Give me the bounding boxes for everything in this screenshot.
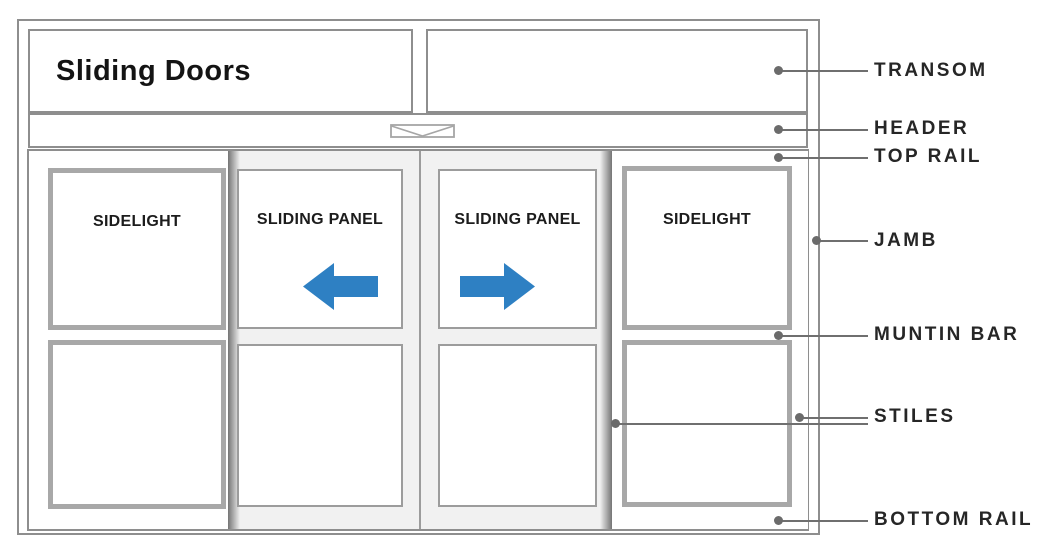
transom-anchor-dot xyxy=(774,66,783,75)
header-anchor-dot xyxy=(774,125,783,134)
jamb-leader-line xyxy=(816,240,868,242)
transom-left-panel xyxy=(28,29,413,113)
left-sidelight-upper-lite: SIDELIGHT xyxy=(48,168,226,330)
bottom-rail-leader-line xyxy=(778,520,868,522)
annotation-stiles-label: STILES xyxy=(874,406,956,427)
left-sidelight-lower-lite xyxy=(48,340,226,509)
jamb-anchor-dot xyxy=(812,236,821,245)
left-sliding-panel-lower-lite xyxy=(237,344,403,507)
annotation-top-rail-label: TOP RAIL xyxy=(874,146,982,167)
slide-direction-left-arrow-icon xyxy=(303,263,378,310)
stiles-anchor-dot-left xyxy=(611,419,620,428)
stiles-leader-line-right xyxy=(799,417,868,419)
annotation-bottom-rail-label: BOTTOM RAIL xyxy=(874,509,1034,530)
bottom-rail-anchor-dot xyxy=(774,516,783,525)
right-sliding-panel-label: SLIDING PANEL xyxy=(454,211,581,228)
right-sliding-panel-lower-lite xyxy=(438,344,597,507)
top-rail-leader-line xyxy=(778,157,868,159)
diagram-title: Sliding Doors xyxy=(56,54,251,87)
right-sliding-panel-upper-lite: SLIDING PANEL xyxy=(438,169,597,329)
left-sidelight-label: SIDELIGHT xyxy=(92,213,182,230)
left-sliding-panel-label: SLIDING PANEL xyxy=(256,211,384,228)
transom-right-panel xyxy=(426,29,808,113)
right-sidelight-label: SIDELIGHT xyxy=(662,211,752,228)
muntin-bar-anchor-dot xyxy=(774,331,783,340)
left-sliding-panel-upper-lite: SLIDING PANEL xyxy=(237,169,403,329)
annotation-transom-label: TRANSOM xyxy=(874,60,988,81)
stiles-leader-line-left xyxy=(615,423,868,425)
right-sidelight-upper-lite: SIDELIGHT xyxy=(622,166,792,330)
annotation-muntin-bar-label: MUNTIN BAR xyxy=(874,324,1020,345)
slide-direction-right-arrow-icon xyxy=(460,263,535,310)
stiles-anchor-dot-right xyxy=(795,413,804,422)
outer-frame xyxy=(17,19,820,535)
annotation-jamb-label: JAMB xyxy=(874,230,938,251)
transom-leader-line xyxy=(778,70,868,72)
top-rail-anchor-dot xyxy=(774,153,783,162)
header-leader-line xyxy=(778,129,868,131)
annotation-header-label: HEADER xyxy=(874,118,970,139)
header-vent-icon xyxy=(390,124,455,138)
muntin-bar-leader-line xyxy=(778,335,868,337)
